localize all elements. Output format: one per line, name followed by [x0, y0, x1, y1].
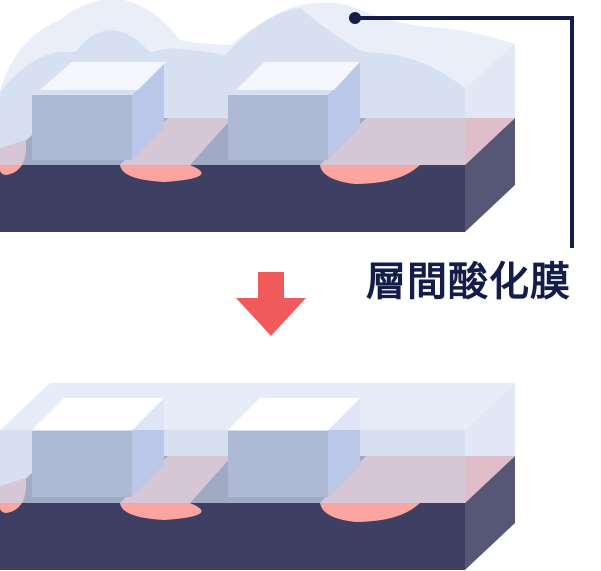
- bottom-stack: [0, 383, 515, 570]
- callout-leader-line: [355, 16, 574, 248]
- oxide-callout: [349, 12, 574, 248]
- gate-2-top-highlight: [236, 62, 360, 90]
- oxide-layer-front-flat: [0, 430, 465, 503]
- gate-1-top-exposed: [32, 398, 164, 430]
- oxide-layer-front-wavy: [0, 8, 465, 165]
- oxide-layer-top-wavy: [0, 0, 515, 92]
- gate-2-top-exposed: [228, 398, 360, 430]
- oxide-layer-side-face: [465, 44, 515, 165]
- down-arrow: [236, 272, 306, 336]
- gate-1-top-highlight: [40, 62, 166, 90]
- interlayer-oxide-label: 層間酸化膜: [366, 259, 571, 305]
- oxide-layer-side-face: [465, 383, 515, 503]
- substrate-side-face: [465, 456, 515, 570]
- top-stack: [0, 0, 515, 232]
- substrate-side-face: [465, 118, 515, 232]
